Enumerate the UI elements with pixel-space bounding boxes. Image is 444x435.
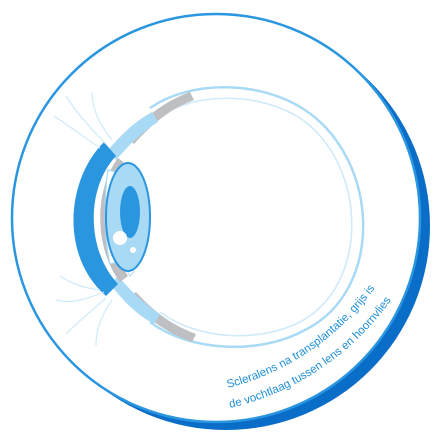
lens-highlight-small bbox=[130, 247, 136, 253]
badge-background bbox=[12, 14, 420, 422]
lens-highlight bbox=[113, 231, 127, 245]
lens-core bbox=[120, 186, 140, 238]
